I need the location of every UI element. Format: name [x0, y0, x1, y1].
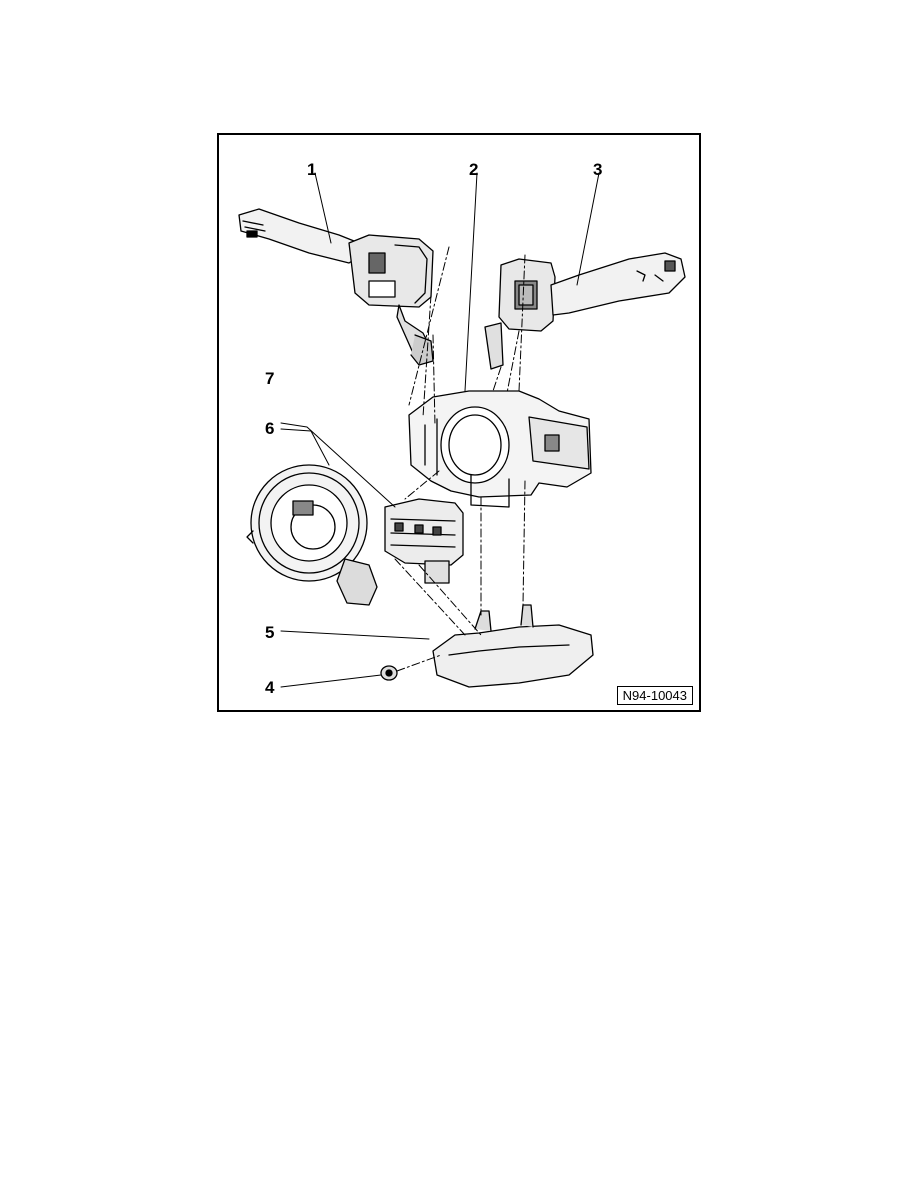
screw-part [380, 665, 398, 681]
diagram-frame: 1 2 3 7 6 5 4 N94-10043 [217, 133, 701, 712]
callout-1: 1 [307, 160, 317, 179]
lower-base-part [432, 604, 594, 688]
turn-signal-switch-part [238, 208, 434, 366]
callout-4: 4 [265, 678, 275, 697]
callout-7: 7 [265, 369, 275, 388]
callout-2: 2 [469, 160, 479, 179]
callout-5: 5 [265, 623, 275, 642]
clock-spring-part [246, 464, 378, 606]
callout-6: 6 [265, 419, 275, 438]
switch-housing-part [408, 390, 592, 508]
callout-3: 3 [593, 160, 603, 179]
wiper-switch-part [484, 252, 686, 370]
figure-id-label: N94-10043 [616, 686, 693, 705]
control-module-part [384, 498, 464, 584]
exploded-view-drawing [238, 172, 686, 688]
